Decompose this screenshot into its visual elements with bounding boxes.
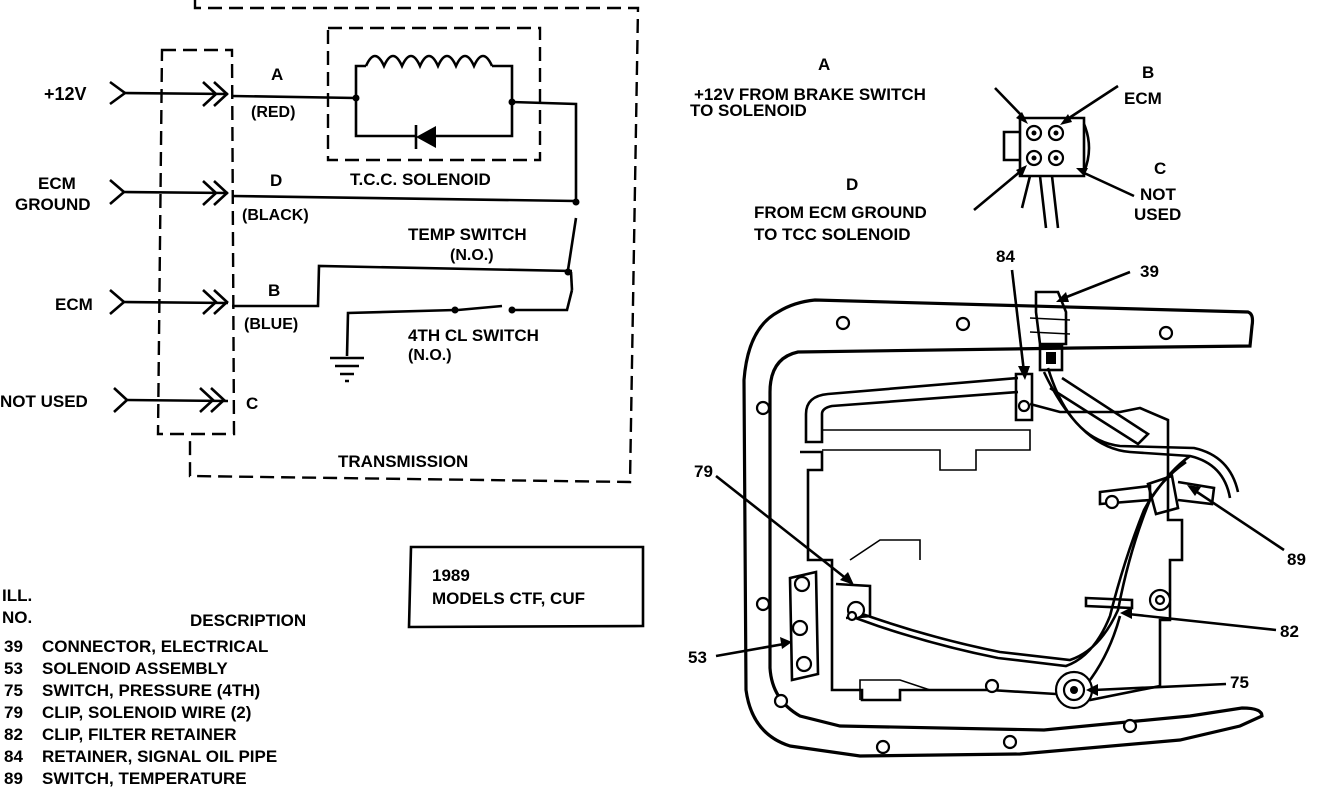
model-names: MODELS CTF, CUF — [432, 589, 585, 608]
legend-item-desc: CONNECTOR, ELECTRICAL — [42, 637, 268, 656]
conn-a-desc-line2: TO SOLENOID — [690, 101, 807, 120]
legend-item-no: 89 — [4, 769, 23, 788]
legend-item-desc: RETAINER, SIGNAL OIL PIPE — [42, 747, 277, 766]
connector-39 — [1029, 290, 1071, 372]
input-plus12v — [109, 80, 357, 107]
label-plus12v: +12V — [44, 84, 87, 104]
conn-b-letter: B — [1142, 63, 1154, 82]
legend-item-no: 84 — [4, 747, 23, 766]
ground-icon — [330, 356, 364, 383]
wire-d-letter: D — [270, 171, 282, 190]
conn-d-letter: D — [846, 175, 858, 194]
conn-c-desc-line2: USED — [1134, 205, 1181, 224]
wire-d-color: (BLACK) — [242, 207, 309, 224]
legend-item-desc: SOLENOID ASSEMBLY — [42, 659, 228, 678]
label-ecm: ECM — [55, 295, 93, 314]
wire-b-color: (BLUE) — [244, 316, 298, 333]
legend-item-no: 82 — [4, 725, 23, 744]
temp-switch — [564, 198, 580, 291]
legend-item-desc: SWITCH, PRESSURE (4TH) — [42, 681, 260, 700]
label-not-used: NOT USED — [0, 392, 88, 411]
label-ecm-ground-line2: GROUND — [15, 195, 91, 214]
schematic: +12V ECM GROUND ECM NOT USED A (RED) D (… — [0, 0, 640, 484]
legend-item-desc: CLIP, SOLENOID WIRE (2) — [42, 703, 251, 722]
transmission-boundary — [188, 0, 640, 484]
conn-c-desc-line1: NOT — [1140, 185, 1177, 204]
label-transmission: TRANSMISSION — [338, 452, 468, 471]
wire-a-color: (RED) — [251, 104, 295, 121]
tcc-solenoid-boundary — [326, 26, 542, 162]
callout-79: 79 — [694, 462, 713, 481]
legend-item-desc: SWITCH, TEMPERATURE — [42, 769, 247, 788]
wire-c-letter: C — [246, 394, 258, 413]
callout-82: 82 — [1280, 622, 1299, 641]
wire-harness — [849, 367, 1240, 691]
wire-b-letter: B — [268, 281, 280, 300]
retainer-84 — [1014, 372, 1034, 422]
transmission-pan-drawing: 84 39 79 89 82 53 75 — [688, 247, 1306, 758]
legend-item-no: 39 — [4, 637, 23, 656]
wire-a-letter: A — [271, 65, 283, 84]
conn-a-letter: A — [818, 55, 830, 74]
tcc-solenoid — [352, 54, 578, 201]
filter-clip-82 — [1084, 596, 1134, 610]
callout-53: 53 — [688, 648, 707, 667]
diode-icon — [416, 126, 436, 148]
temperature-switch-89 — [1098, 474, 1216, 516]
conn-c-letter: C — [1154, 159, 1166, 178]
label-4th-cl-switch: 4TH CL SWITCH — [408, 326, 539, 345]
legend-item-desc: CLIP, FILTER RETAINER — [42, 725, 237, 744]
label-tcc-solenoid: T.C.C. SOLENOID — [350, 170, 491, 189]
label-temp-switch: TEMP SWITCH — [408, 225, 527, 244]
label-4th-cl-switch-no: (N.O.) — [408, 347, 452, 364]
conn-d-desc-line1: FROM ECM GROUND — [754, 203, 927, 222]
input-ecm — [109, 264, 573, 315]
connector-boundary — [156, 48, 236, 436]
input-not-used — [113, 387, 229, 413]
conn-d-desc-line2: TO TCC SOLENOID — [754, 225, 910, 244]
conn-a-desc-line1: +12V FROM BRAKE SWITCH — [694, 85, 926, 104]
legend: ILL. NO. DESCRIPTION 39 CONNECTOR, ELECT… — [2, 586, 306, 788]
legend-item-no: 75 — [4, 681, 23, 700]
callout-75: 75 — [1230, 673, 1249, 692]
solenoid-assembly-53 — [788, 570, 872, 682]
pan-bolt-holes — [755, 315, 1174, 755]
callout-84: 84 — [996, 247, 1015, 266]
input-ecm-ground — [109, 179, 577, 206]
fourth-cl-switch — [330, 289, 574, 383]
legend-header-no: NO. — [2, 608, 32, 627]
model-box: 1989 MODELS CTF, CUF — [407, 545, 645, 629]
legend-header-desc: DESCRIPTION — [190, 611, 306, 630]
callout-89: 89 — [1287, 550, 1306, 569]
legend-item-no: 53 — [4, 659, 23, 678]
model-year: 1989 — [432, 566, 470, 585]
pan-outer-flange — [742, 298, 1264, 758]
callout-39: 39 — [1140, 262, 1159, 281]
signal-oil-pipe — [804, 376, 1019, 444]
legend-header-ill: ILL. — [2, 586, 32, 605]
pressure-switch-75 — [1054, 670, 1094, 710]
legend-item-no: 79 — [4, 703, 23, 722]
label-ecm-ground-line1: ECM — [38, 174, 76, 193]
conn-b-desc: ECM — [1124, 89, 1162, 108]
label-temp-switch-no: (N.O.) — [450, 247, 494, 264]
connector-face-view: A +12V FROM BRAKE SWITCH TO SOLENOID B E… — [690, 55, 1181, 244]
